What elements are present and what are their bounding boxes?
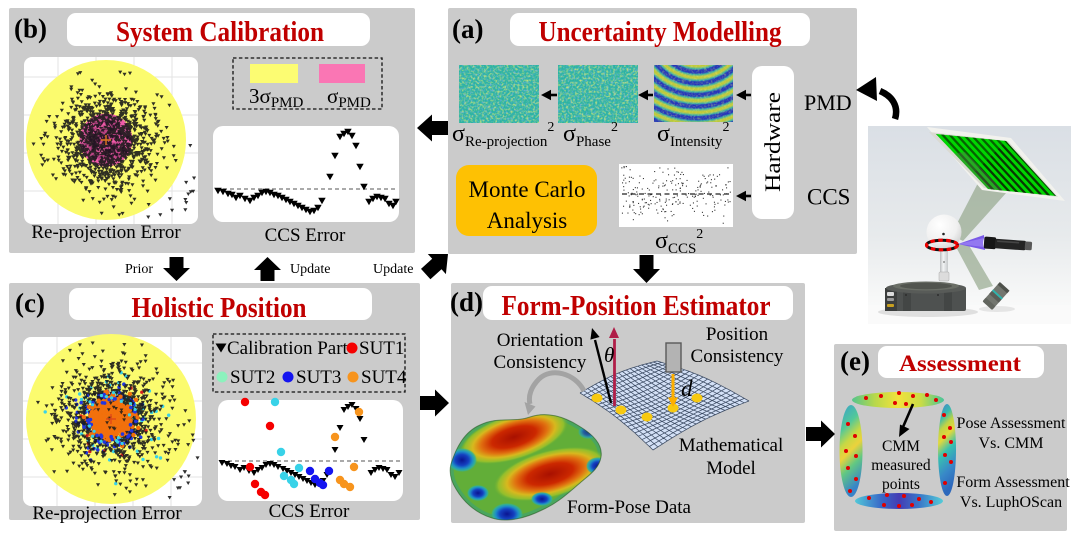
svg-text:Form-Position Estimator: Form-Position Estimator — [502, 290, 771, 322]
svg-text:Orientation: Orientation — [497, 330, 584, 351]
svg-text:Vs. CMM: Vs. CMM — [979, 435, 1044, 452]
svg-text:Uncertainty Modelling: Uncertainty Modelling — [539, 16, 782, 48]
svg-text:θ: θ — [604, 343, 614, 367]
svg-text:points: points — [882, 476, 920, 493]
svg-text:SUT1: SUT1 — [359, 338, 404, 359]
svg-text:Consistency: Consistency — [691, 346, 784, 367]
svg-text:(a): (a) — [452, 14, 483, 44]
svg-text:Prior: Prior — [125, 262, 153, 277]
svg-text:Calibration Part: Calibration Part — [227, 338, 349, 359]
svg-text:Re-projection Error: Re-projection Error — [32, 503, 182, 524]
svg-text:Form Assessment: Form Assessment — [956, 474, 1070, 491]
svg-text:CCS Error: CCS Error — [265, 225, 346, 246]
svg-text:System Calibration: System Calibration — [116, 16, 324, 48]
svg-text:CMM: CMM — [882, 438, 920, 455]
svg-text:(c): (c) — [15, 288, 45, 318]
svg-text:d: d — [681, 376, 693, 401]
svg-text:Pose Assessment: Pose Assessment — [957, 415, 1066, 432]
svg-text:Update: Update — [290, 262, 330, 277]
svg-text:Position: Position — [706, 324, 769, 345]
svg-text:Analysis: Analysis — [487, 208, 568, 233]
svg-text:CCS Error: CCS Error — [269, 501, 350, 522]
svg-text:(b): (b) — [14, 14, 47, 44]
svg-text:Model: Model — [706, 458, 756, 479]
svg-text:Monte Carlo: Monte Carlo — [469, 177, 586, 202]
svg-text:Hardware: Hardware — [760, 92, 785, 192]
svg-text:(d): (d) — [450, 287, 483, 317]
svg-text:SUT4: SUT4 — [361, 367, 407, 388]
svg-text:Form-Pose Data: Form-Pose Data — [567, 497, 692, 518]
svg-text:SUT3: SUT3 — [296, 367, 341, 388]
svg-text:Mathematical: Mathematical — [679, 435, 783, 456]
svg-text:Assessment: Assessment — [899, 351, 1021, 376]
svg-text:Consistency: Consistency — [494, 352, 587, 373]
svg-text:measured: measured — [871, 457, 931, 474]
svg-text:Re-projection Error: Re-projection Error — [31, 222, 181, 243]
svg-text:PMD: PMD — [804, 90, 852, 115]
svg-text:Vs. LuphOScan: Vs. LuphOScan — [960, 494, 1062, 511]
svg-text:(e): (e) — [840, 346, 870, 376]
svg-text:SUT2: SUT2 — [230, 367, 275, 388]
svg-text:Update: Update — [373, 262, 413, 277]
svg-text:CCS: CCS — [807, 185, 850, 210]
svg-text:Holistic Position: Holistic Position — [132, 292, 307, 324]
